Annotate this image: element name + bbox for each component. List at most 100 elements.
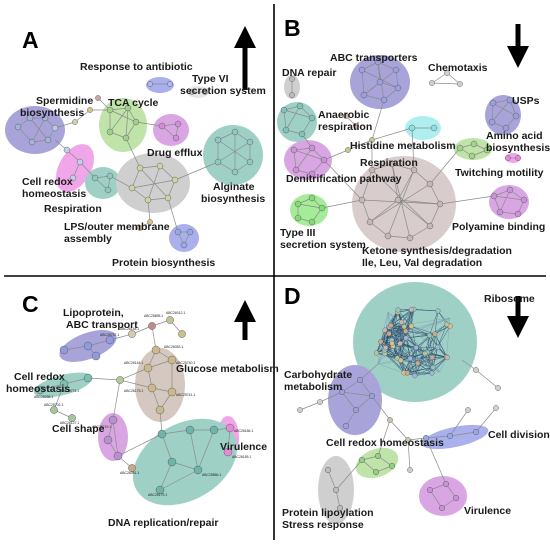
node-id: ABC26179.1 bbox=[148, 493, 167, 497]
ribosome-edge bbox=[410, 358, 434, 368]
node-id: ABC25774.1 bbox=[60, 389, 79, 393]
ribosome-edge bbox=[397, 347, 417, 359]
label-anaerobic-2: respiration bbox=[318, 121, 372, 133]
ribosome-edge bbox=[405, 331, 441, 373]
ribosome-edge bbox=[415, 347, 433, 374]
ribosome-edge bbox=[389, 317, 451, 328]
ribosome-node bbox=[429, 354, 435, 361]
label-ribosome: Ribosome bbox=[484, 293, 535, 305]
label-redox-c-1: Cell redox bbox=[14, 371, 65, 383]
label-ketone-1: Ketone synthesis/degradation bbox=[362, 245, 512, 257]
panel-c: C bbox=[6, 291, 279, 529]
ribosome-node bbox=[378, 339, 384, 345]
node-id: ABC25702.1 bbox=[44, 403, 63, 407]
cluster-cell-division bbox=[421, 424, 489, 450]
label-histidine: Histidine metabolism bbox=[350, 140, 456, 152]
panel-letter-b: B bbox=[284, 15, 301, 41]
nodes-d-static bbox=[297, 367, 501, 512]
ribosome-edge bbox=[427, 352, 441, 373]
node-id: ABC25719.1 bbox=[92, 425, 111, 429]
label-protein-biosynthesis: Protein biosynthesis bbox=[112, 257, 215, 269]
nodes-b bbox=[280, 58, 528, 242]
label-virulence-d: Virulence bbox=[464, 505, 511, 517]
ribosome-node bbox=[373, 350, 380, 356]
label-lipoylation-1: Protein lipoylation bbox=[282, 507, 374, 519]
cluster-cell-shape bbox=[98, 413, 128, 461]
ribosome-node bbox=[397, 340, 403, 347]
ribosome-edge bbox=[403, 317, 451, 373]
ribosome-edge bbox=[417, 363, 433, 374]
ribosome-edge bbox=[392, 326, 405, 347]
ribosome-edge bbox=[377, 356, 447, 365]
ribosome-node bbox=[435, 308, 441, 314]
ribosome-edge bbox=[437, 325, 451, 348]
cluster-redox-a bbox=[56, 144, 94, 192]
label-respiration-a: Respiration bbox=[44, 203, 102, 215]
label-response-antibiotic: Response to antibiotic bbox=[80, 61, 193, 73]
cluster-drug-efflux bbox=[153, 114, 189, 146]
labels-c: Lipoprotein, ABC transport Glucose metab… bbox=[6, 307, 279, 529]
ribosome-node bbox=[386, 331, 392, 337]
label-dna-replication: DNA replication/repair bbox=[108, 517, 218, 529]
node-id: ABC26148.1 bbox=[120, 327, 139, 331]
ribosome-node bbox=[383, 345, 389, 351]
ribosome-edge bbox=[384, 353, 408, 374]
ribosome-edge bbox=[384, 353, 405, 373]
down-arrow-icon-b bbox=[507, 24, 529, 68]
ribosome-edge bbox=[429, 335, 433, 358]
ribosome-edge bbox=[416, 335, 430, 348]
node-ids-c: ABC25895.1 ABC26012.1 ABC26148.1 ABC2573… bbox=[34, 311, 253, 497]
ribosome-edge bbox=[405, 317, 451, 332]
cluster-carbohydrate bbox=[328, 365, 382, 435]
ribosome-node bbox=[398, 357, 404, 363]
ribosome-node bbox=[403, 335, 409, 341]
label-redox-d: Cell redox homeostasis bbox=[326, 437, 444, 449]
ribosome-node bbox=[403, 328, 409, 334]
label-type-iii-1: Type III bbox=[280, 227, 315, 239]
cluster-antibiotic bbox=[146, 77, 174, 93]
panel-a: A bbox=[5, 26, 266, 269]
label-tca: TCA cycle bbox=[108, 97, 159, 109]
ribosome-edge bbox=[388, 326, 412, 334]
label-cell-shape: Cell shape bbox=[52, 423, 105, 435]
node-id: ABC26081.1 bbox=[120, 471, 139, 475]
label-drug-efflux: Drug efflux bbox=[147, 147, 203, 159]
ribosome-node bbox=[429, 370, 435, 376]
ribosome-edge bbox=[439, 356, 447, 373]
label-twitching: Twitching motility bbox=[455, 167, 544, 179]
cluster-virulence-d bbox=[419, 476, 467, 516]
ribosome-node bbox=[426, 332, 433, 339]
node-id: ABC25856.1 bbox=[202, 473, 221, 477]
node-id: ABC25741.1 bbox=[176, 393, 195, 397]
label-type-vi-2: secretion system bbox=[180, 85, 266, 97]
ribosome-edge bbox=[432, 347, 438, 368]
ribosome-edge bbox=[417, 347, 438, 364]
ribosome-node bbox=[395, 307, 401, 313]
label-carbohydrate-2: metabolism bbox=[284, 381, 342, 393]
ribosome-edge bbox=[434, 325, 451, 335]
ribosome-edge bbox=[377, 363, 405, 373]
node-id: ABC26053.1 bbox=[164, 345, 183, 349]
ribosome-edge bbox=[400, 360, 418, 364]
ribosome-node bbox=[430, 364, 436, 371]
up-arrow-icon bbox=[234, 26, 256, 90]
ribosome-edge bbox=[432, 357, 448, 368]
ribosome-node bbox=[398, 319, 405, 325]
ribosome-node bbox=[404, 370, 410, 376]
ribosome-edge bbox=[391, 317, 451, 341]
down-arrow-icon-d bbox=[507, 296, 529, 338]
node-id: ABC26159.1 bbox=[232, 455, 251, 459]
ribosome-edge bbox=[403, 353, 426, 373]
ribosome-edge bbox=[384, 349, 405, 373]
ribosome-edge bbox=[376, 326, 390, 354]
label-usps: USPs bbox=[512, 95, 540, 107]
label-glucose: Glucose metabolism bbox=[176, 363, 279, 375]
nodes-d bbox=[373, 306, 453, 379]
ribosome-edge bbox=[429, 310, 439, 336]
cluster-dna-replication bbox=[132, 418, 238, 506]
ribosome-node bbox=[415, 360, 421, 366]
label-carbohydrate-1: Carbohydrate bbox=[284, 369, 352, 381]
ribosome-edge bbox=[400, 360, 415, 376]
label-lipoprotein-1: Lipoprotein, bbox=[63, 307, 124, 319]
